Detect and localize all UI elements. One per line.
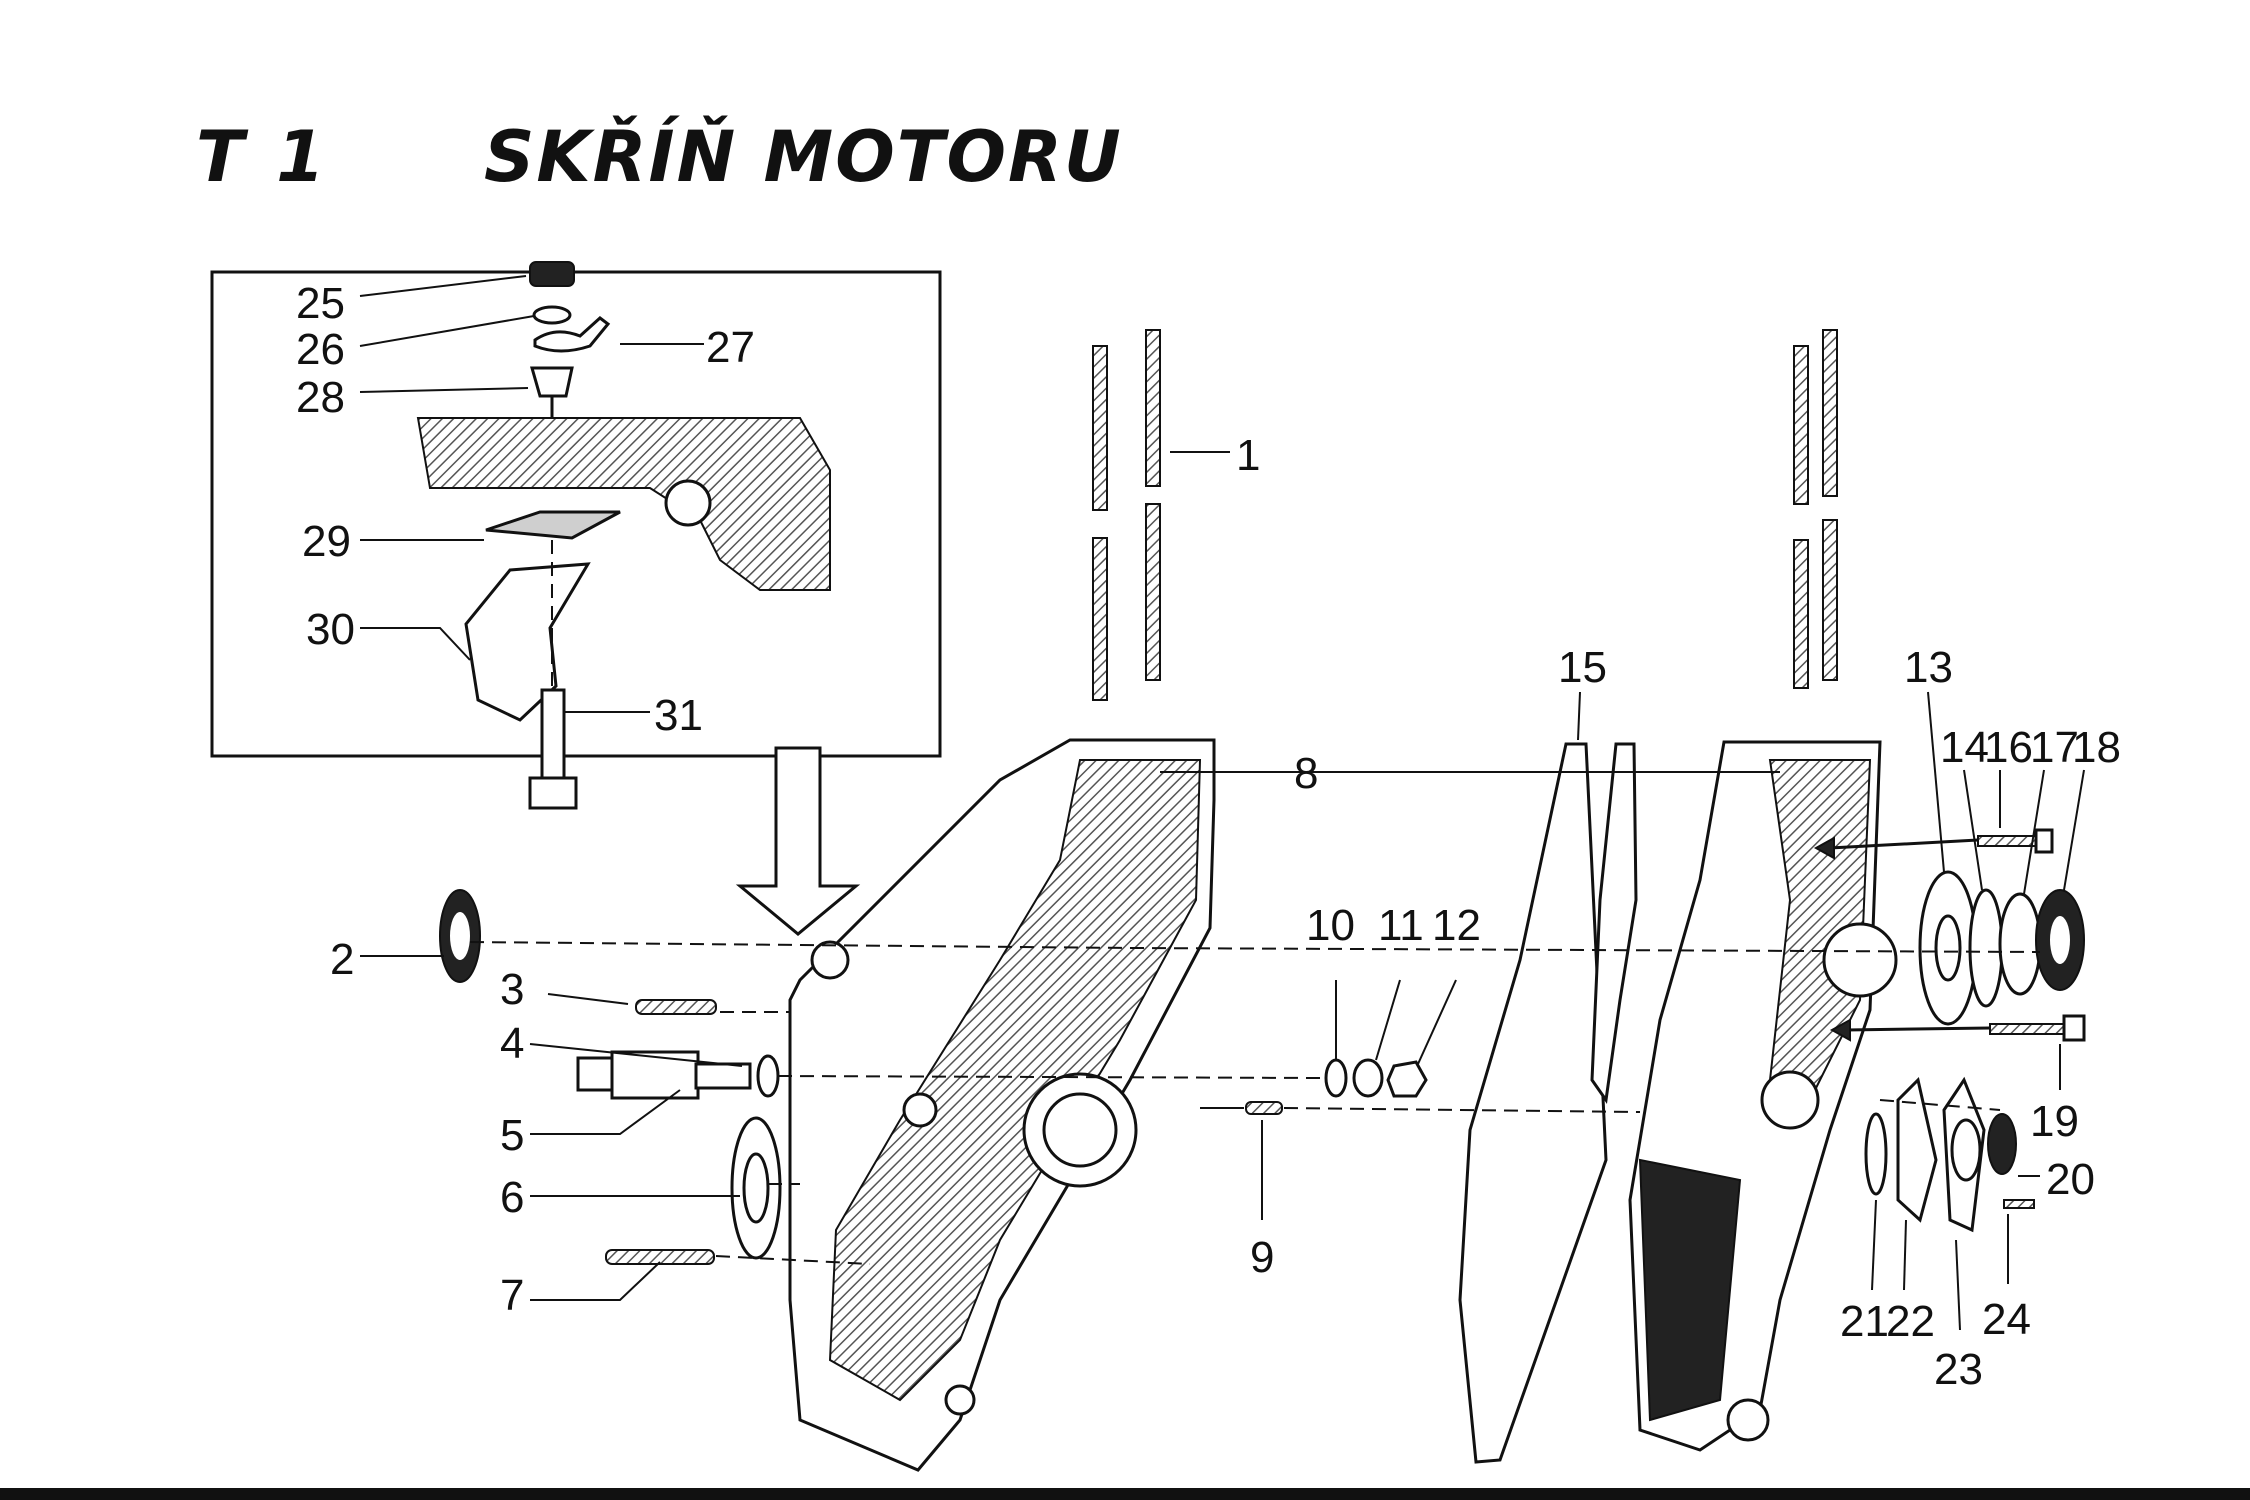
part-4-washer: [756, 1054, 780, 1098]
callout-16: 16: [1984, 723, 2033, 772]
callout-4: 4: [500, 1019, 524, 1068]
callout-21: 21: [1840, 1297, 1889, 1346]
callout-10: 10: [1306, 901, 1355, 950]
callout-11: 11: [1378, 901, 1424, 950]
part-1-studs-right: [1793, 329, 1838, 689]
part-15-gasket: [1458, 742, 1608, 1464]
crank-bore: [1022, 1072, 1138, 1188]
part-11-lockwasher: [1352, 1058, 1384, 1098]
part-15-gasket-strip: [1590, 742, 1638, 1104]
part-30-bracket: [464, 562, 591, 722]
part-22-gasket: [1896, 1077, 1938, 1223]
part-26-washer: [532, 305, 572, 325]
callout-26: 26: [296, 325, 345, 374]
callout-6: 6: [500, 1173, 524, 1222]
part-29-plate: [485, 510, 621, 540]
part-10-washer: [1324, 1058, 1348, 1098]
right-crankcase-half: [1628, 740, 1898, 1452]
callout-29: 29: [302, 517, 351, 566]
callout-23: 23: [1934, 1345, 1983, 1394]
callout-1: 1: [1236, 431, 1260, 480]
callout-27: 27: [706, 323, 755, 372]
bottom-rule: [0, 1488, 2250, 1500]
page-title-code: T 1: [196, 116, 329, 198]
part-2-seal: [439, 889, 481, 983]
callout-19: 19: [2030, 1097, 2079, 1146]
part-16-screw: [1977, 828, 2054, 854]
callout-13: 13: [1904, 643, 1953, 692]
callout-9: 9: [1250, 1233, 1274, 1282]
part-31-bolt: [528, 688, 578, 810]
callout-28: 28: [296, 373, 345, 422]
callout-2: 2: [330, 935, 354, 984]
left-crankcase-half: [788, 738, 1216, 1472]
callout-17: 17: [2030, 723, 2079, 772]
part-23-cover: [1942, 1076, 1986, 1233]
callout-18: 18: [2072, 723, 2121, 772]
part-1-studs-left: [1092, 329, 1161, 701]
callout-3: 3: [500, 965, 524, 1014]
inset-frame: [210, 270, 942, 758]
part-28-bushing: [530, 366, 574, 398]
callout-15: 15: [1558, 643, 1607, 692]
callout-25: 25: [296, 279, 345, 328]
part-14-gasket: [1968, 888, 2004, 1008]
leader-lines: [359, 275, 2085, 1331]
part-17-washer: [1998, 892, 2042, 996]
part-27-eye: [533, 316, 611, 353]
part-24-screw: [2003, 1199, 2035, 1209]
inset-detail: [210, 261, 942, 810]
callout-24: 24: [1982, 1295, 2031, 1344]
part-9-dowel: [1245, 1101, 1283, 1115]
callout-22: 22: [1886, 1297, 1935, 1346]
frame-hole: [664, 479, 712, 527]
part-7-pin: [605, 1249, 715, 1265]
callout-7: 7: [500, 1271, 524, 1320]
callout-12: 12: [1432, 901, 1481, 950]
callout-31: 31: [654, 691, 703, 740]
part-6-bearing-cover: [730, 1116, 782, 1260]
callout-8: 8: [1294, 749, 1318, 798]
part-19-screw: [1989, 1014, 2086, 1042]
page-title: SKŘÍŇ MOTORU: [484, 116, 1123, 198]
part-25-nut: [529, 261, 575, 287]
callout-20: 20: [2046, 1155, 2095, 1204]
frame-section: [416, 417, 831, 591]
part-21-ring: [1864, 1112, 1888, 1196]
part-12-nut: [1386, 1060, 1428, 1098]
callout-labels: 1 2 3 4 5 6 7 8 9 10 11 12 13 14 15 16 1…: [296, 279, 2121, 1394]
part-3-pin: [635, 999, 717, 1015]
callout-30: 30: [306, 605, 355, 654]
part-18-seal: [2035, 889, 2085, 991]
part-20-seal: [1987, 1113, 2017, 1175]
callout-5: 5: [500, 1111, 524, 1160]
part-13-cover: [1918, 870, 1978, 1026]
callout-14: 14: [1940, 723, 1989, 772]
detail-arrow: [735, 746, 861, 936]
